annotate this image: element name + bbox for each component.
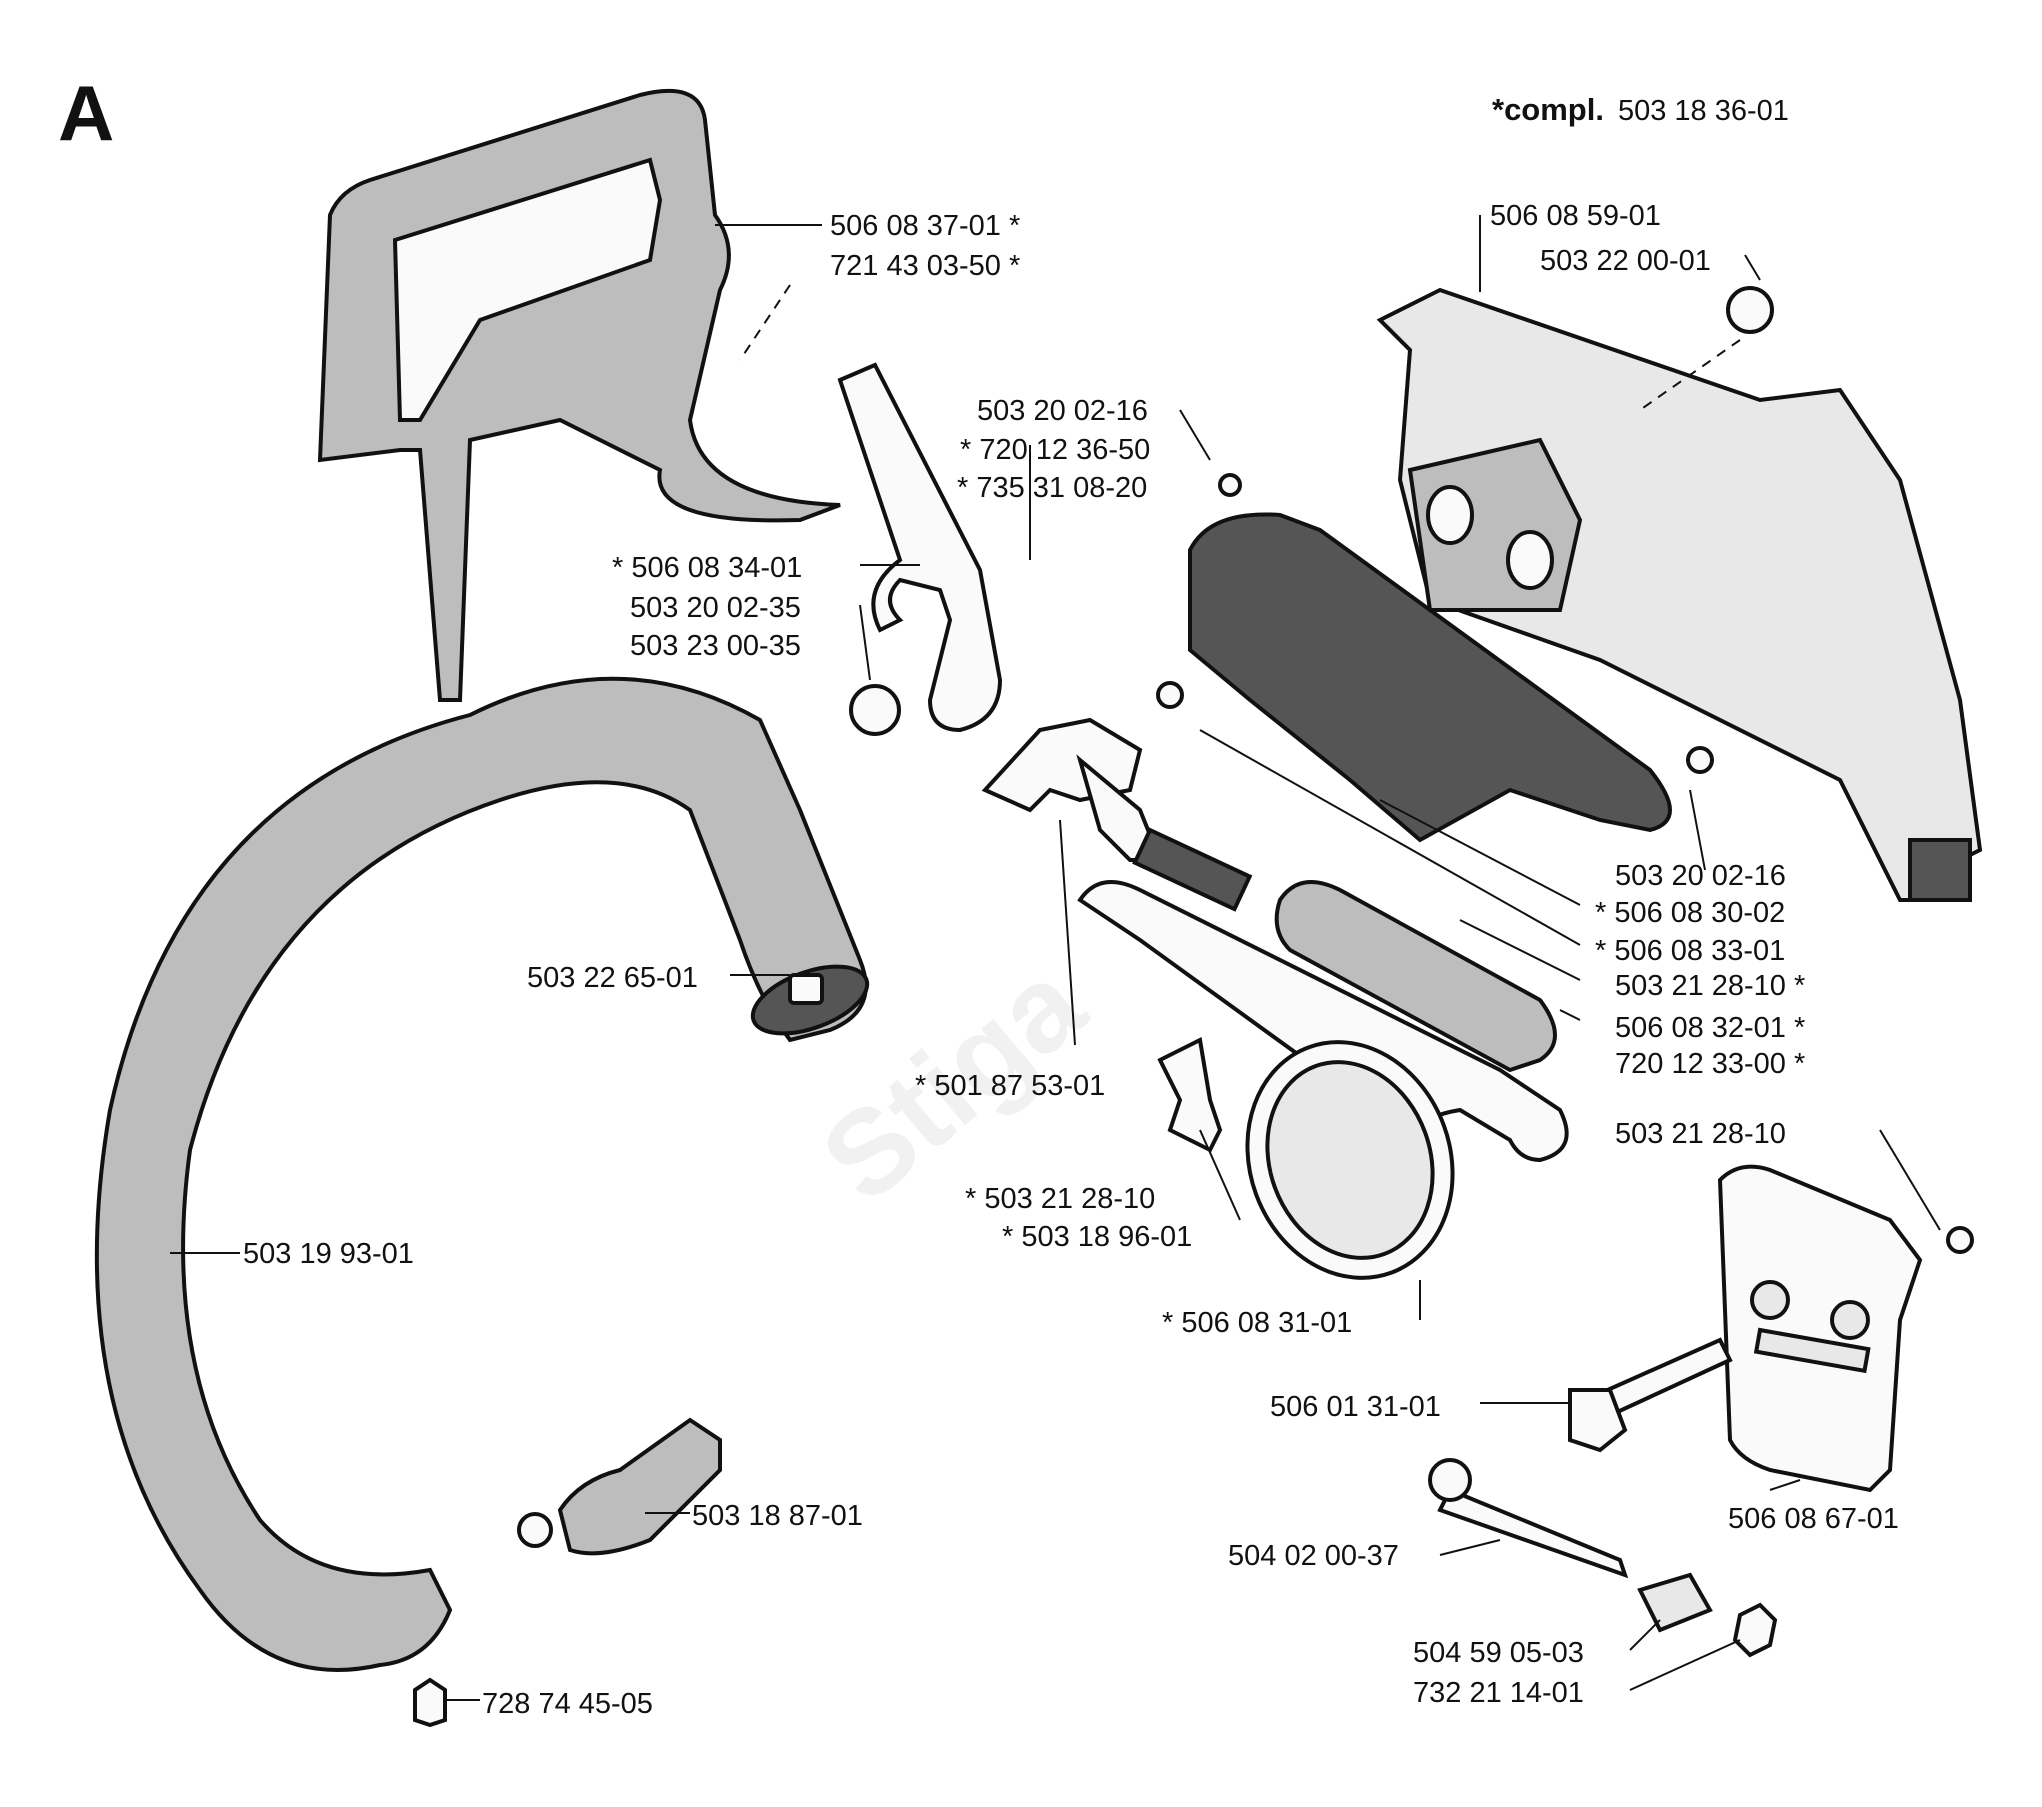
small-screw-part bbox=[413, 1677, 447, 1728]
part-label: 503 22 65-01 bbox=[527, 962, 698, 994]
brake-band-part bbox=[1077, 880, 1569, 1280]
leader-lines bbox=[170, 215, 1941, 1701]
part-label: 728 74 45-05 bbox=[482, 1688, 653, 1720]
part-label: 506 08 67-01 bbox=[1728, 1503, 1899, 1535]
part-label: 503 18 87-01 bbox=[692, 1500, 863, 1532]
part-label: * 506 08 30-02 bbox=[1595, 897, 1785, 929]
bracket-part bbox=[1157, 1037, 1223, 1153]
part-label: 503 20 02-16 bbox=[977, 395, 1148, 427]
adjusting-screw-part bbox=[1428, 1458, 1629, 1579]
part-label: * 720 12 36-50 bbox=[960, 434, 1150, 466]
brake-lever-part bbox=[837, 362, 1003, 733]
part-labels: 506 08 37-01 * 721 43 03-50 * 506 08 59-… bbox=[243, 200, 1899, 1720]
part-label: 720 12 33-00 * bbox=[1615, 1048, 1805, 1080]
chain-tensioner-part bbox=[1637, 1572, 1778, 1658]
brake-spring-coil-part bbox=[1274, 880, 1557, 1073]
part-label: 504 02 00-37 bbox=[1228, 1540, 1399, 1572]
chain-guard-part bbox=[1188, 512, 1672, 843]
part-label: * 506 08 34-01 bbox=[612, 552, 802, 584]
complete-kit-number: 503 18 36-01 bbox=[1618, 95, 1789, 127]
part-label: * 735 31 08-20 bbox=[957, 472, 1147, 504]
part-label: 506 08 32-01 * bbox=[1615, 1012, 1805, 1044]
av-spring-part bbox=[517, 1417, 722, 1556]
complete-kit-prefix: *compl. bbox=[1492, 92, 1604, 127]
part-label: * 506 08 31-01 bbox=[1162, 1307, 1352, 1339]
brake-spring-assembly-part bbox=[981, 717, 1253, 912]
complete-kit-label: *compl. 503 18 36-01 bbox=[1492, 92, 1789, 127]
part-label: 506 01 31-01 bbox=[1270, 1391, 1441, 1423]
part-label: 503 19 93-01 bbox=[243, 1238, 414, 1270]
part-label: 503 21 28-10 * bbox=[1615, 970, 1805, 1002]
small-fasteners bbox=[788, 286, 1974, 1254]
part-label: 506 08 37-01 * bbox=[830, 210, 1020, 242]
part-label: 503 20 02-16 bbox=[1615, 860, 1786, 892]
part-label: 503 22 00-01 bbox=[1540, 245, 1711, 277]
part-label: 732 21 14-01 bbox=[1413, 1677, 1584, 1709]
part-label: * 503 21 28-10 bbox=[965, 1183, 1155, 1215]
part-label: 721 43 03-50 * bbox=[830, 250, 1020, 282]
part-label: 503 20 02-35 bbox=[630, 592, 801, 624]
part-label: 506 08 59-01 bbox=[1490, 200, 1661, 232]
bolt-part bbox=[1568, 1337, 1733, 1453]
part-label: 503 23 00-35 bbox=[630, 630, 801, 662]
part-label: * 501 87 53-01 bbox=[915, 1070, 1105, 1102]
guide-plate-part bbox=[1717, 1164, 1923, 1493]
section-letter: A bbox=[58, 69, 114, 157]
part-label: * 503 18 96-01 bbox=[1002, 1221, 1192, 1253]
part-label: 503 21 28-10 bbox=[1615, 1118, 1786, 1150]
part-label: * 506 08 33-01 bbox=[1595, 935, 1785, 967]
clutch-cover-part bbox=[1376, 287, 1983, 902]
part-label: 504 59 05-03 bbox=[1413, 1637, 1584, 1669]
chain-brake-handle-part bbox=[317, 88, 841, 702]
